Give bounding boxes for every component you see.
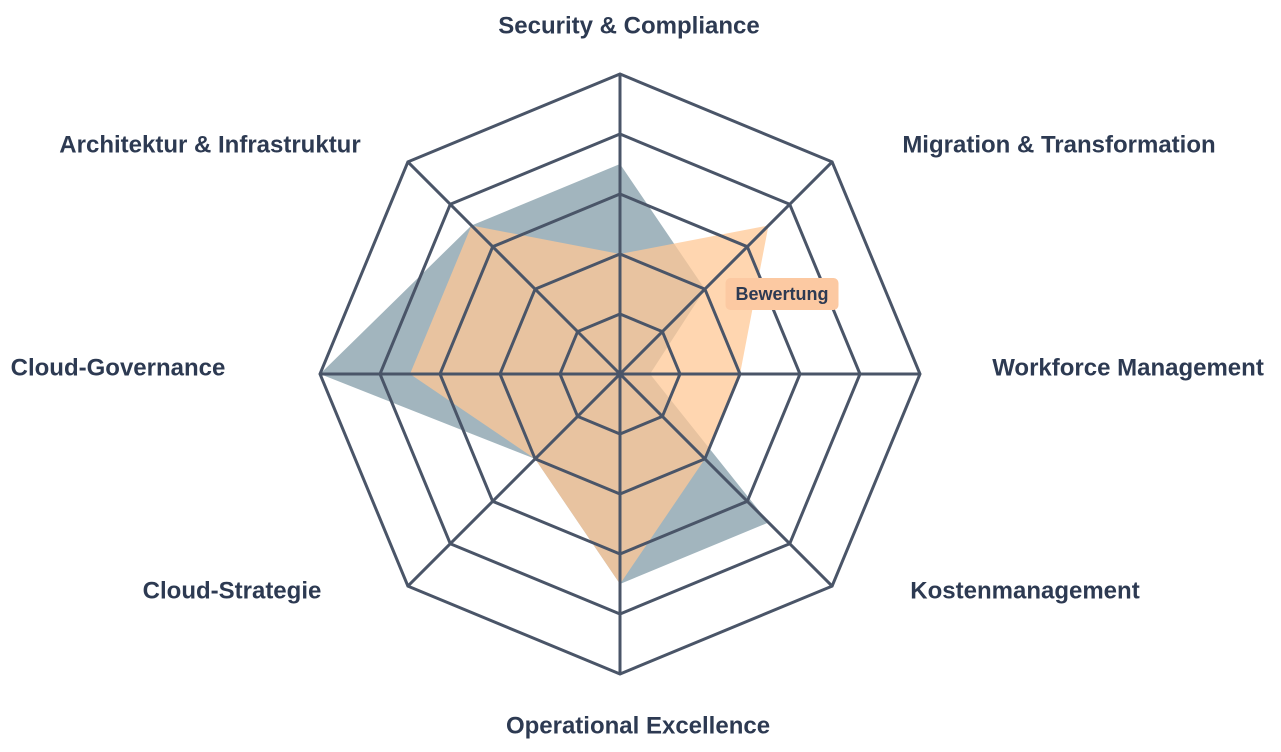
axis-label-1: Security & Compliance bbox=[498, 13, 759, 40]
grid-spoke-8 bbox=[406, 160, 622, 376]
axis-label-3: Workforce Management bbox=[992, 355, 1264, 382]
grid-spoke-2 bbox=[618, 160, 834, 376]
grid-spoke-6 bbox=[406, 372, 622, 588]
axis-label-2: Migration & Transformation bbox=[902, 132, 1215, 159]
axis-label-8: Architektur & Infrastruktur bbox=[59, 132, 360, 159]
axis-label-6: Cloud-Strategie bbox=[143, 578, 322, 605]
axis-label-5: Operational Excellence bbox=[506, 713, 770, 740]
axis-label-4: Kostenmanagement bbox=[910, 578, 1139, 605]
tooltip: Bewertung bbox=[725, 278, 839, 310]
axis-label-7: Cloud-Governance bbox=[11, 355, 226, 382]
grid-spoke-4 bbox=[618, 372, 834, 588]
grid-layer bbox=[318, 72, 922, 676]
tooltip-label: Bewertung bbox=[735, 284, 828, 304]
tooltip-box bbox=[725, 278, 839, 310]
